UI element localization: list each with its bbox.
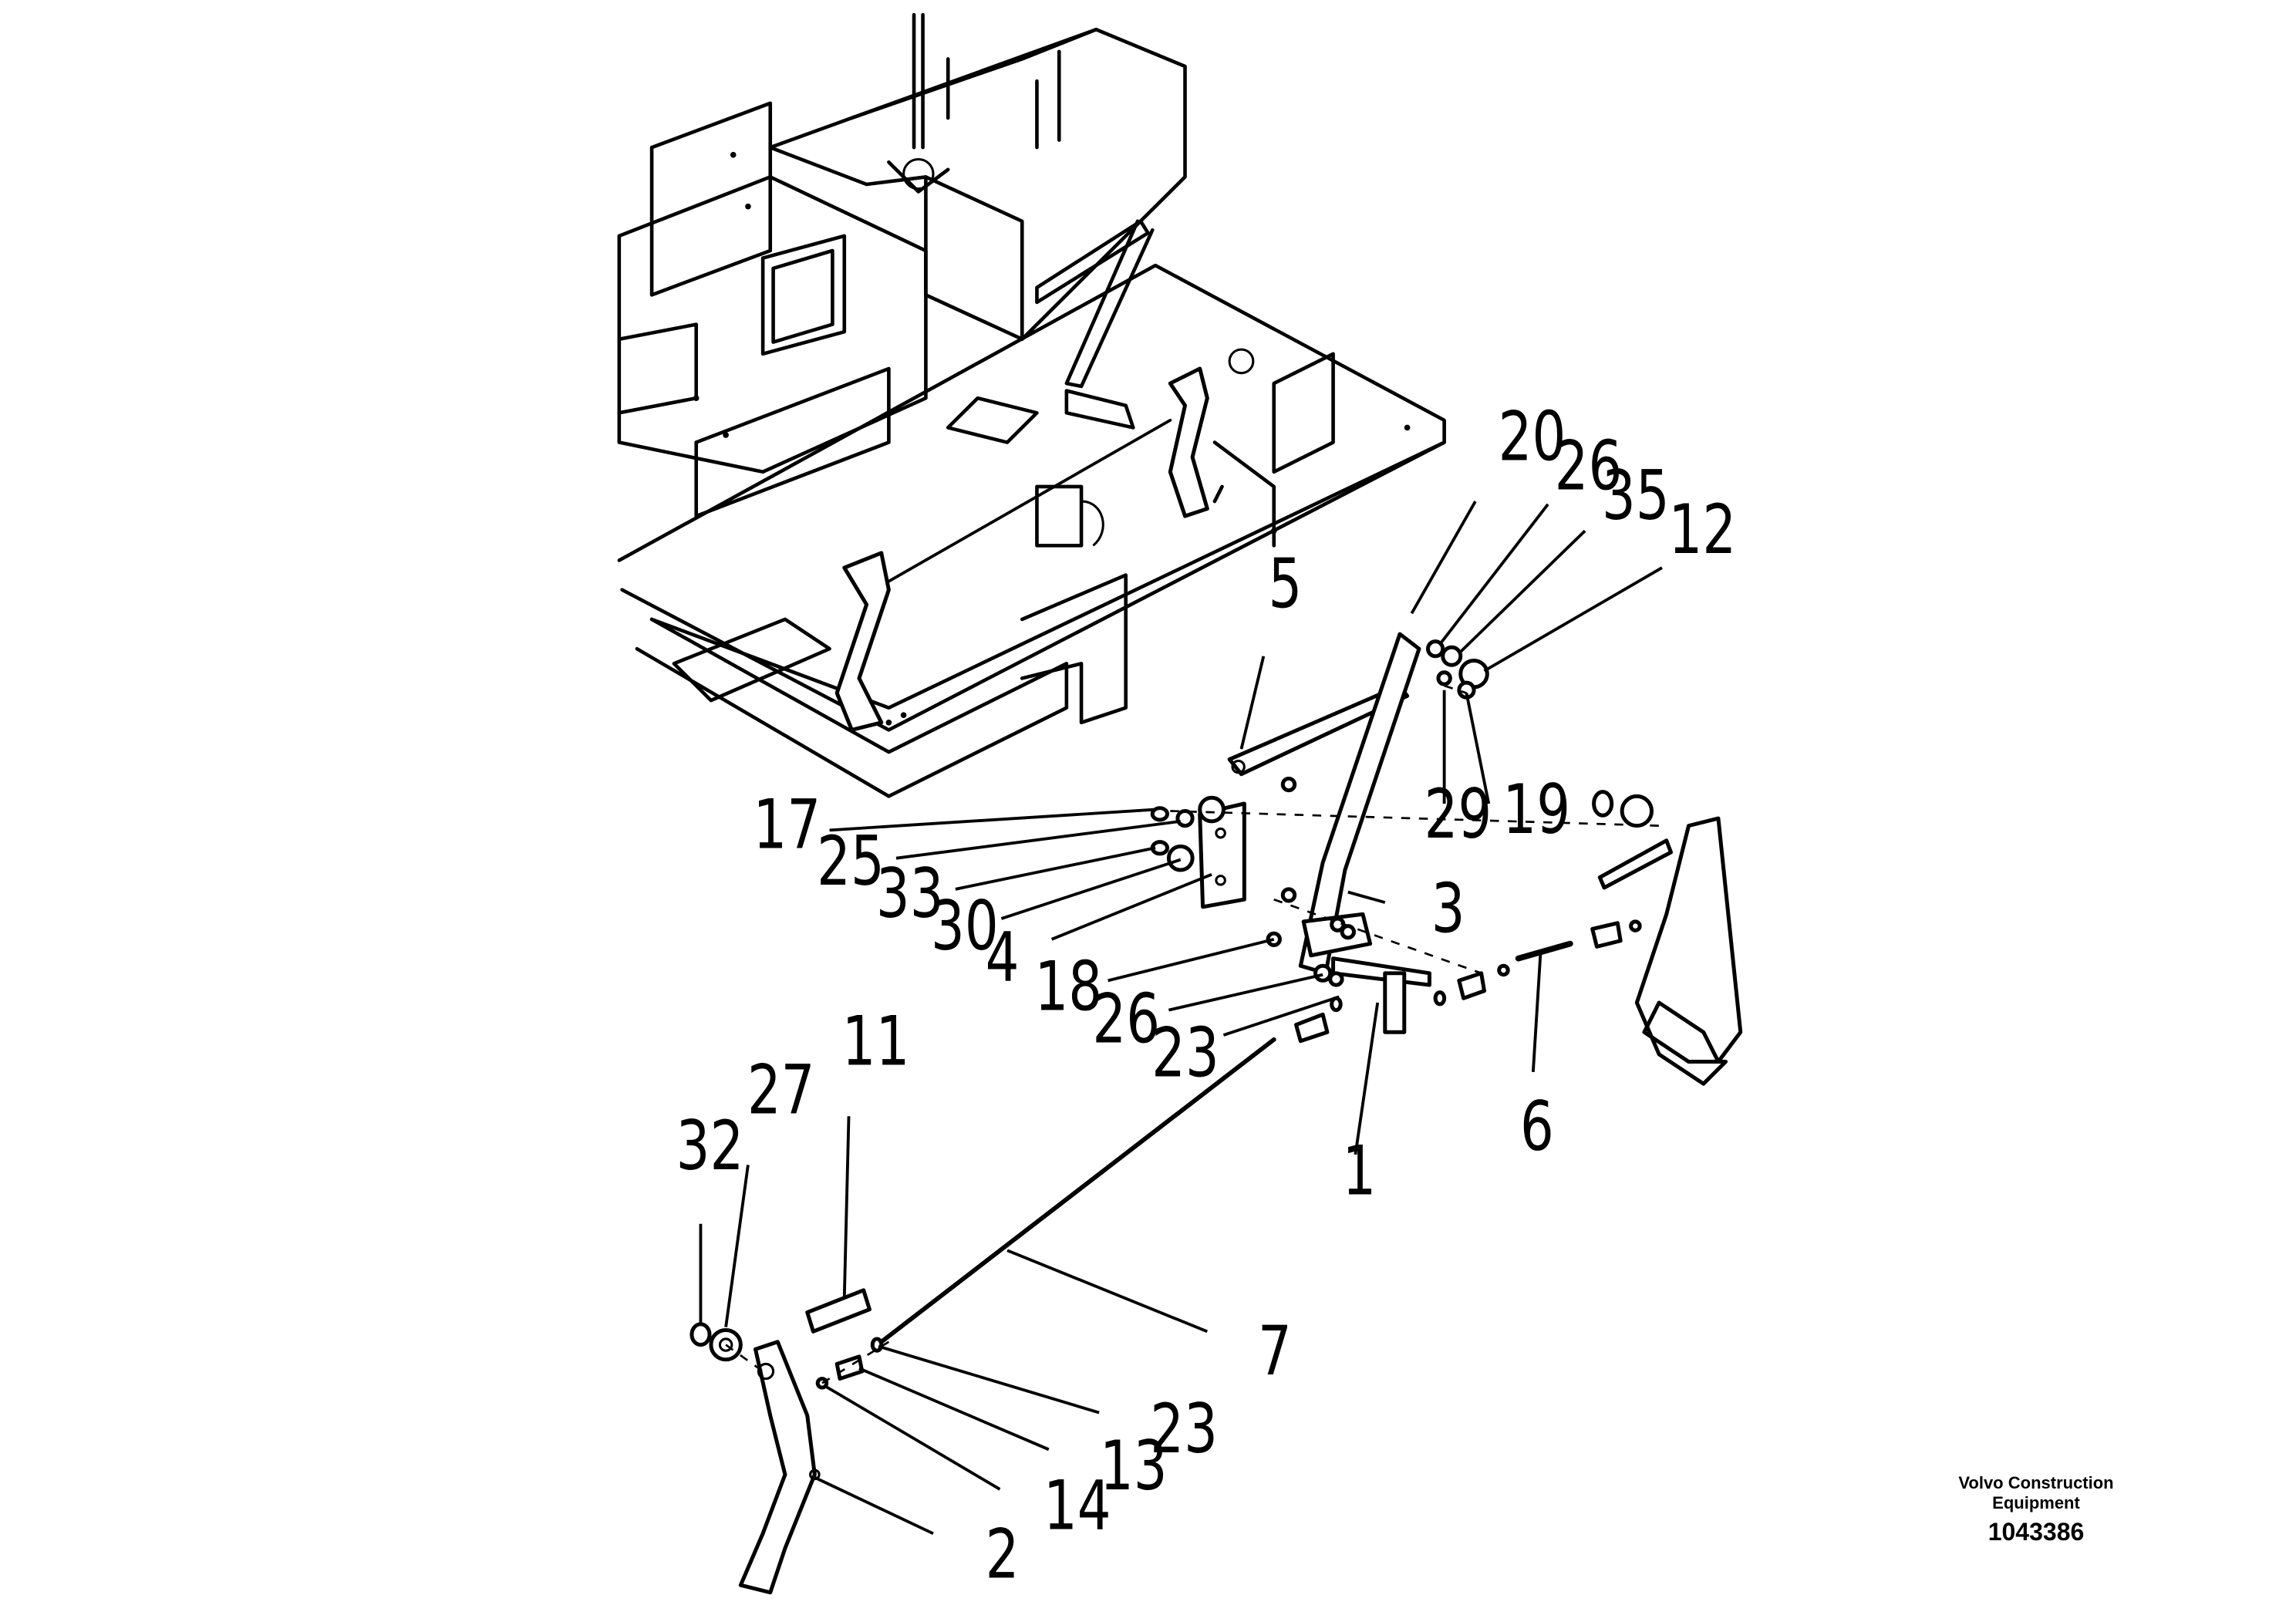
callout-26-mid: 26 bbox=[1092, 980, 1160, 1058]
callout-1: 1 bbox=[1343, 1131, 1377, 1210]
callout-30: 30 bbox=[931, 887, 999, 966]
callout-33: 33 bbox=[876, 855, 944, 933]
callout-25: 25 bbox=[817, 822, 885, 901]
document-number: 1043386 bbox=[1988, 1518, 2085, 1546]
callout-26-top: 26 bbox=[1555, 427, 1623, 505]
callout-23-mid: 23 bbox=[1151, 1013, 1219, 1092]
hardware-small-parts bbox=[815, 639, 1642, 1390]
callout-14: 14 bbox=[1043, 1466, 1111, 1545]
callout-6: 6 bbox=[1520, 1088, 1554, 1166]
machine-frame bbox=[617, 12, 1446, 798]
callout-5: 5 bbox=[1268, 545, 1302, 623]
hook-lever-part-2 bbox=[738, 1340, 821, 1595]
callout-18: 18 bbox=[1034, 947, 1102, 1026]
callout-29: 29 bbox=[1424, 775, 1492, 854]
publisher-line-1: Volvo Construction bbox=[1958, 1473, 2114, 1492]
callout-7: 7 bbox=[1258, 1312, 1292, 1391]
spacer-tube-part-11 bbox=[805, 1288, 872, 1334]
callout-2: 2 bbox=[986, 1515, 1020, 1593]
lever-arm-part-3 bbox=[1298, 632, 1421, 976]
callout-32: 32 bbox=[676, 1107, 744, 1185]
callout-20: 20 bbox=[1499, 397, 1566, 476]
callout-27: 27 bbox=[747, 1050, 815, 1129]
callout-35: 35 bbox=[1602, 457, 1670, 535]
publisher-name: Volvo Construction Equipment bbox=[1882, 1473, 2190, 1513]
callout-19: 19 bbox=[1502, 771, 1570, 849]
callout-labels: 20 26 35 12 5 29 19 17 25 33 30 4 3 18 2… bbox=[676, 397, 1737, 1594]
assembly-dashed-lines bbox=[725, 684, 1660, 1384]
pin-bracket-part-1 bbox=[1331, 956, 1431, 1034]
callout-4: 4 bbox=[986, 918, 1020, 996]
hook-lever-right bbox=[1592, 790, 1743, 1086]
callout-11: 11 bbox=[842, 1002, 910, 1081]
callout-17: 17 bbox=[754, 785, 821, 864]
callout-23-low: 23 bbox=[1150, 1390, 1218, 1469]
leader-lines bbox=[699, 501, 1663, 1536]
callout-12: 12 bbox=[1668, 491, 1736, 569]
long-rod-part-7 bbox=[878, 1012, 1330, 1344]
adjuster-rod-part-6 bbox=[1457, 921, 1623, 1000]
publisher-line-2: Equipment bbox=[1992, 1493, 2080, 1512]
callout-3: 3 bbox=[1431, 869, 1465, 948]
mounting-plate-part-4 bbox=[1198, 801, 1246, 909]
link-bar-part-5 bbox=[1227, 683, 1410, 777]
callout-13: 13 bbox=[1100, 1427, 1168, 1506]
